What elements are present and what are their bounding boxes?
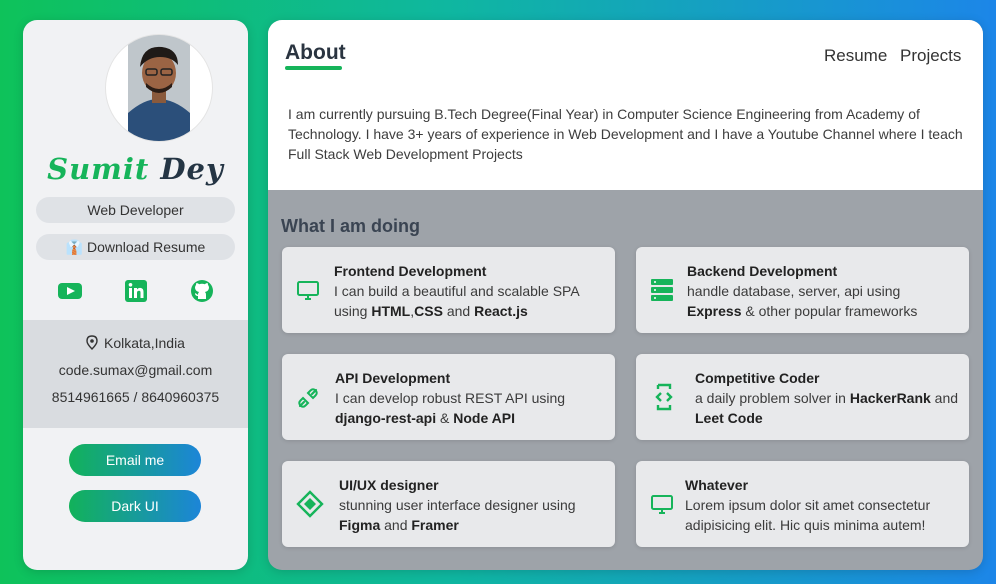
description-text: handle database, server, api using: [687, 283, 901, 299]
description-text: &: [436, 410, 454, 426]
first-name: Sumit: [47, 152, 150, 186]
service-card-backend: Backend Development handle database, ser…: [636, 247, 969, 333]
description-text: I can develop robust REST API using: [335, 390, 566, 406]
youtube-icon[interactable]: [57, 278, 83, 304]
highlight-term: Express: [687, 303, 742, 319]
api-link-icon: [296, 386, 320, 410]
highlight-term: HTML: [371, 303, 411, 319]
highlight-term: django-rest-api: [335, 410, 437, 426]
last-name: Dey: [160, 152, 224, 186]
location-row: Kolkata,India: [23, 335, 248, 353]
avatar: [105, 34, 213, 142]
code-brackets-icon: [652, 383, 676, 411]
service-card-uiux: UI/UX designer stunning user interface d…: [282, 461, 615, 547]
title-underline: [285, 66, 342, 70]
card-description: stunning user interface designer using F…: [339, 495, 609, 535]
monitor-icon: [650, 493, 674, 517]
page-title: About: [285, 41, 346, 64]
description-text: and: [380, 517, 412, 533]
download-resume-button[interactable]: 👔 Download Resume: [36, 234, 235, 260]
highlight-term: Node API: [453, 410, 515, 426]
card-description: handle database, server, api using Expre…: [687, 281, 957, 321]
main-panel: About Resume Projects I am currently pur…: [268, 20, 983, 570]
profile-sidebar: Sumit Dey Web Developer 👔 Download Resum…: [23, 20, 248, 570]
github-icon[interactable]: [189, 278, 215, 304]
role-badge: Web Developer: [36, 197, 235, 223]
nav-resume-link[interactable]: Resume: [824, 46, 888, 65]
description-text: a daily problem solver in: [695, 390, 850, 406]
service-card-frontend: Frontend Development I can build a beaut…: [282, 247, 615, 333]
card-title: Competitive Coder: [695, 370, 820, 386]
monitor-icon: [296, 279, 320, 303]
highlight-term: Leet Code: [695, 410, 763, 426]
service-card-competitive: Competitive Coder a daily problem solver…: [636, 354, 969, 440]
phone-text: 8514961665 / 8640960375: [51, 389, 220, 405]
description-text: and: [442, 303, 475, 319]
dark-ui-toggle-button[interactable]: Dark UI: [69, 490, 201, 522]
service-card-api: API Development I can develop robust RES…: [282, 354, 615, 440]
card-title: API Development: [335, 370, 451, 386]
description-text: and: [930, 390, 959, 406]
linkedin-icon[interactable]: [123, 278, 149, 304]
email-text: code.sumax@gmail.com: [58, 362, 213, 378]
description-text: stunning user interface designer using: [339, 497, 576, 513]
location-text: Kolkata,India: [104, 335, 185, 351]
description-text: I can build a beautiful and scalable SPA…: [334, 283, 579, 319]
nav-projects-link[interactable]: Projects: [900, 46, 962, 65]
design-diamond-icon: [296, 490, 324, 518]
profile-name: Sumit Dey: [23, 152, 248, 186]
description-text: Lorem ipsum dolor sit amet consectetur a…: [685, 497, 931, 533]
social-links: [23, 278, 248, 304]
highlight-term: CSS: [414, 303, 443, 319]
card-description: I can develop robust REST API using djan…: [335, 388, 605, 428]
card-description: Lorem ipsum dolor sit amet consectetur a…: [685, 495, 955, 535]
description-text: & other popular frameworks: [741, 303, 918, 319]
server-icon: [650, 278, 674, 302]
card-title: UI/UX designer: [339, 477, 439, 493]
description-text: ,: [410, 303, 415, 319]
about-text: I am currently pursuing B.Tech Degree(Fi…: [288, 106, 963, 162]
card-title: Backend Development: [687, 263, 838, 279]
highlight-term: Figma: [339, 517, 381, 533]
contact-info: Kolkata,India code.sumax@gmail.com 85149…: [23, 320, 248, 428]
email-me-button[interactable]: Email me: [69, 444, 201, 476]
highlight-term: React.js: [474, 303, 528, 319]
card-description: a daily problem solver in HackerRank and…: [695, 388, 965, 428]
card-description: I can build a beautiful and scalable SPA…: [334, 281, 604, 321]
about-section: About Resume Projects I am currently pur…: [268, 20, 983, 190]
services-heading: What I am doing: [281, 216, 420, 236]
highlight-term: HackerRank: [849, 390, 931, 406]
avatar-photo: [128, 35, 190, 141]
location-pin-icon: [86, 335, 98, 353]
highlight-term: Framer: [411, 517, 459, 533]
card-title: Whatever: [685, 477, 749, 493]
card-title: Frontend Development: [334, 263, 487, 279]
service-card-whatever: Whatever Lorem ipsum dolor sit amet cons…: [636, 461, 969, 547]
